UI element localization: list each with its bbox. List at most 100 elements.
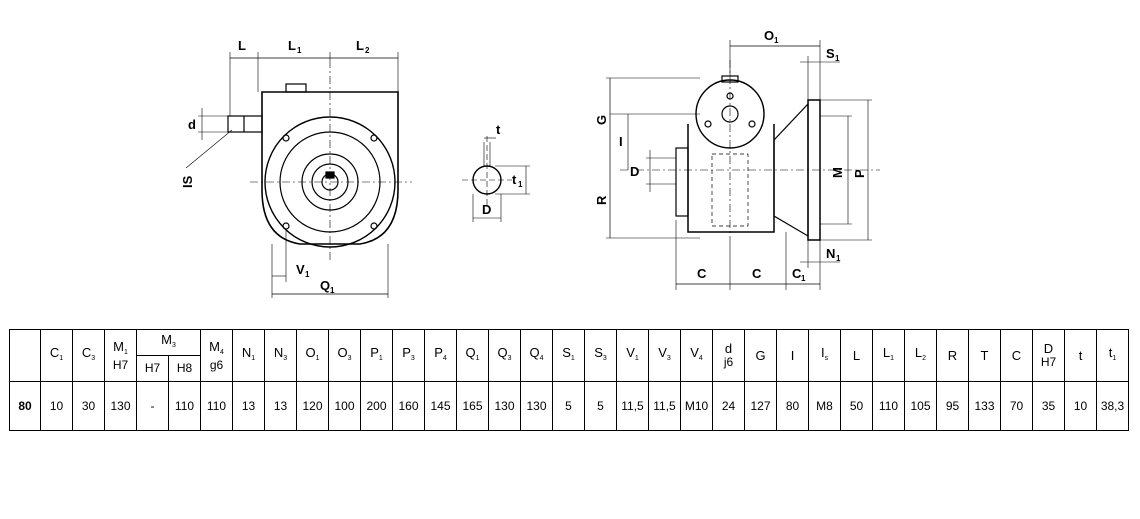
column-header: L <box>840 329 873 382</box>
table-cell: 5 <box>552 381 585 431</box>
column-name: D <box>1043 341 1054 356</box>
table-cell: 95 <box>936 381 969 431</box>
column-header: Is <box>808 329 841 382</box>
table-cell: 24 <box>712 381 745 431</box>
column-name: Q <box>465 345 476 360</box>
column-name: M <box>161 332 172 347</box>
column-header: R <box>936 329 969 382</box>
table-cell: 130 <box>520 381 553 431</box>
table-cell: 127 <box>744 381 777 431</box>
column-name: L <box>852 347 861 363</box>
technical-drawings: L L 1 L 2 d IS V 1 Q 1 t t 1 D O 1 S 1 G… <box>180 28 880 298</box>
column-subscript: 1 <box>378 355 383 362</box>
column-header: Q3 <box>488 329 521 382</box>
column-header: S1 <box>552 329 585 382</box>
left-gearbox-view <box>185 52 412 298</box>
dim-L2: L <box>356 38 364 53</box>
table-cell: 105 <box>904 381 937 431</box>
column-subscript: 1 <box>315 355 320 362</box>
table-cell: 145 <box>424 381 457 431</box>
dim-C-left: C <box>697 266 707 281</box>
column-name: C <box>49 345 60 360</box>
dim-Q1: Q <box>320 278 330 293</box>
column-tolerance: g6 <box>209 357 224 372</box>
column-name: M <box>113 338 124 354</box>
column-subscript: 3 <box>347 355 352 362</box>
table-cell: 30 <box>72 381 105 431</box>
column-header: C3 <box>72 329 105 382</box>
column-name: V <box>690 345 699 360</box>
dim-L1-sub: 1 <box>297 46 302 55</box>
dim-O1: O <box>764 28 774 43</box>
column-name: Q <box>497 345 508 360</box>
column-header: N3 <box>264 329 297 382</box>
column-name: I <box>790 347 795 363</box>
table-cell: 100 <box>328 381 361 431</box>
key-dim-t: t <box>496 122 501 137</box>
table-cell: 133 <box>968 381 1001 431</box>
key-dim-t1-sub: 1 <box>518 180 523 189</box>
key-dim-t1: t <box>512 172 517 187</box>
column-subscript: 3 <box>666 355 671 362</box>
dim-M1: M <box>830 167 845 178</box>
column-name: I <box>820 345 825 360</box>
dim-IS: IS <box>180 175 195 188</box>
dim-V1-sub: 1 <box>305 270 310 279</box>
column-subscript: 4 <box>539 355 544 362</box>
dim-D-side: D <box>630 164 639 179</box>
dim-V1: V <box>296 262 305 277</box>
column-header: L1 <box>872 329 905 382</box>
column-name: P <box>434 345 443 360</box>
table-cell: 80 <box>776 381 809 431</box>
table-corner-cell <box>9 329 41 382</box>
dim-L1: L <box>288 38 296 53</box>
table-cell: 5 <box>584 381 617 431</box>
right-gearbox-view <box>606 40 880 290</box>
column-name: P <box>370 345 379 360</box>
column-header: I <box>776 329 809 382</box>
dim-S1: S <box>826 46 835 61</box>
dim-N1-sub: 1 <box>836 254 841 263</box>
column-name: R <box>947 347 958 363</box>
column-subheader: H8 <box>168 355 201 382</box>
column-name: V <box>658 345 667 360</box>
table-cell: 38,3 <box>1096 381 1129 431</box>
column-subscript: 4 <box>442 355 447 362</box>
table-cell: 130 <box>104 381 137 431</box>
column-name: V <box>626 345 635 360</box>
dim-C-right: C <box>752 266 762 281</box>
table-cell: M10 <box>680 381 713 431</box>
column-name: C <box>1011 347 1022 363</box>
dim-Q1-sub: 1 <box>330 286 335 295</box>
column-subscript: 1 <box>634 355 639 362</box>
column-name: N <box>273 345 284 360</box>
column-subscript: 1 <box>123 348 128 356</box>
column-header: N1 <box>232 329 265 382</box>
table-cell: 35 <box>1032 381 1065 431</box>
column-name: O <box>305 345 316 360</box>
table-cell: - <box>136 381 169 431</box>
column-name: G <box>755 347 766 363</box>
table-cell: 11,5 <box>616 381 649 431</box>
column-header: P3 <box>392 329 425 382</box>
dim-P1: P <box>852 169 867 178</box>
table-cell: 130 <box>488 381 521 431</box>
column-name: C <box>81 345 92 360</box>
table-cell: 110 <box>200 381 233 431</box>
table-cell: 200 <box>360 381 393 431</box>
dim-L2-sub: 2 <box>365 46 370 55</box>
column-header: L2 <box>904 329 937 382</box>
column-header: P1 <box>360 329 393 382</box>
column-subscript: 4 <box>219 348 224 356</box>
column-header: Q4 <box>520 329 553 382</box>
table-cell: 50 <box>840 381 873 431</box>
column-subscript: 3 <box>507 355 512 362</box>
dim-C1-sub: 1 <box>801 274 806 283</box>
column-name: S <box>594 345 603 360</box>
column-name: O <box>337 345 348 360</box>
table-cell: 70 <box>1000 381 1033 431</box>
